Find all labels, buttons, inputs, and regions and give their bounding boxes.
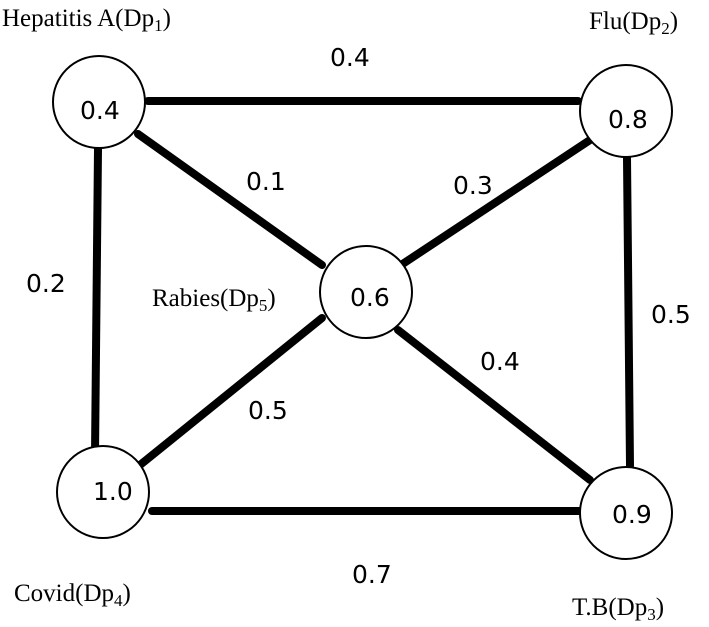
node-name-covid: Covid(Dp4) — [14, 580, 131, 610]
node-name-flu: Flu(Dp2) — [589, 8, 678, 38]
node-circle-flu — [579, 64, 673, 158]
node-name-covid-main: Covid(Dp — [14, 580, 114, 607]
edge-weight-hepatitis-covid: 0.2 — [26, 269, 66, 298]
node-name-hepatitis-main: Hepatitis A(Dp — [2, 5, 154, 32]
edge-weight-hepatitis-rabies: 0.1 — [246, 167, 286, 196]
node-name-covid-sub: 4 — [114, 591, 123, 610]
node-circle-tb — [579, 466, 673, 560]
edge-weight-rabies-covid: 0.5 — [248, 396, 288, 425]
node-circle-covid — [56, 445, 150, 539]
node-name-tb-main: T.B(Dp — [572, 594, 647, 621]
node-covid[interactable]: 1.0 — [56, 445, 150, 539]
node-names: Hepatitis A(Dp1) Flu(Dp2) Rabies(Dp5) Co… — [2, 5, 678, 624]
node-name-hepatitis: Hepatitis A(Dp1) — [2, 5, 171, 35]
node-name-hepatitis-close: ) — [163, 5, 171, 32]
node-name-flu-main: Flu(Dp — [589, 8, 661, 35]
node-value-hepatitis: 0.4 — [80, 96, 120, 125]
node-value-rabies: 0.6 — [350, 283, 390, 312]
nodes: 0.4 0.8 0.6 1.0 0.9 — [52, 55, 673, 560]
edge-weight-flu-tb: 0.5 — [651, 300, 691, 329]
node-name-hepatitis-sub: 1 — [154, 16, 163, 35]
node-circle-hepatitis — [52, 55, 146, 149]
node-name-rabies-sub: 5 — [259, 296, 268, 315]
node-name-tb: T.B(Dp3) — [572, 594, 664, 624]
edge-weight-hepatitis-flu: 0.4 — [330, 43, 370, 72]
node-value-tb: 0.9 — [612, 500, 652, 529]
edge-hepatitis-rabies — [134, 130, 326, 269]
node-name-flu-sub: 2 — [661, 19, 670, 38]
edges — [91, 97, 634, 515]
node-name-tb-sub: 3 — [647, 605, 656, 624]
edge-weight-covid-tb: 0.7 — [352, 560, 392, 589]
edge-rabies-covid — [136, 314, 326, 469]
node-name-rabies: Rabies(Dp5) — [152, 285, 276, 315]
node-name-covid-close: ) — [123, 580, 131, 607]
node-name-rabies-close: ) — [267, 285, 275, 312]
edge-flu-tb — [623, 154, 634, 470]
edge-weights: 0.4 0.1 0.2 0.3 0.5 0.4 0.5 0.7 — [26, 43, 691, 589]
node-value-flu: 0.8 — [608, 105, 648, 134]
node-tb[interactable]: 0.9 — [579, 466, 673, 560]
edge-hepatitis-covid — [91, 145, 102, 458]
edge-flu-rabies — [394, 136, 594, 271]
node-name-flu-close: ) — [670, 8, 678, 35]
edge-rabies-tb — [394, 326, 594, 484]
node-hepatitis[interactable]: 0.4 — [52, 55, 146, 149]
node-name-tb-close: ) — [656, 594, 664, 621]
node-flu[interactable]: 0.8 — [579, 64, 673, 158]
node-value-covid: 1.0 — [93, 477, 133, 506]
node-circle-rabies — [319, 245, 413, 339]
node-rabies[interactable]: 0.6 — [319, 245, 413, 339]
edge-weight-rabies-tb: 0.4 — [480, 347, 520, 376]
node-name-rabies-main: Rabies(Dp — [152, 285, 259, 312]
edge-weight-flu-rabies: 0.3 — [453, 171, 493, 200]
